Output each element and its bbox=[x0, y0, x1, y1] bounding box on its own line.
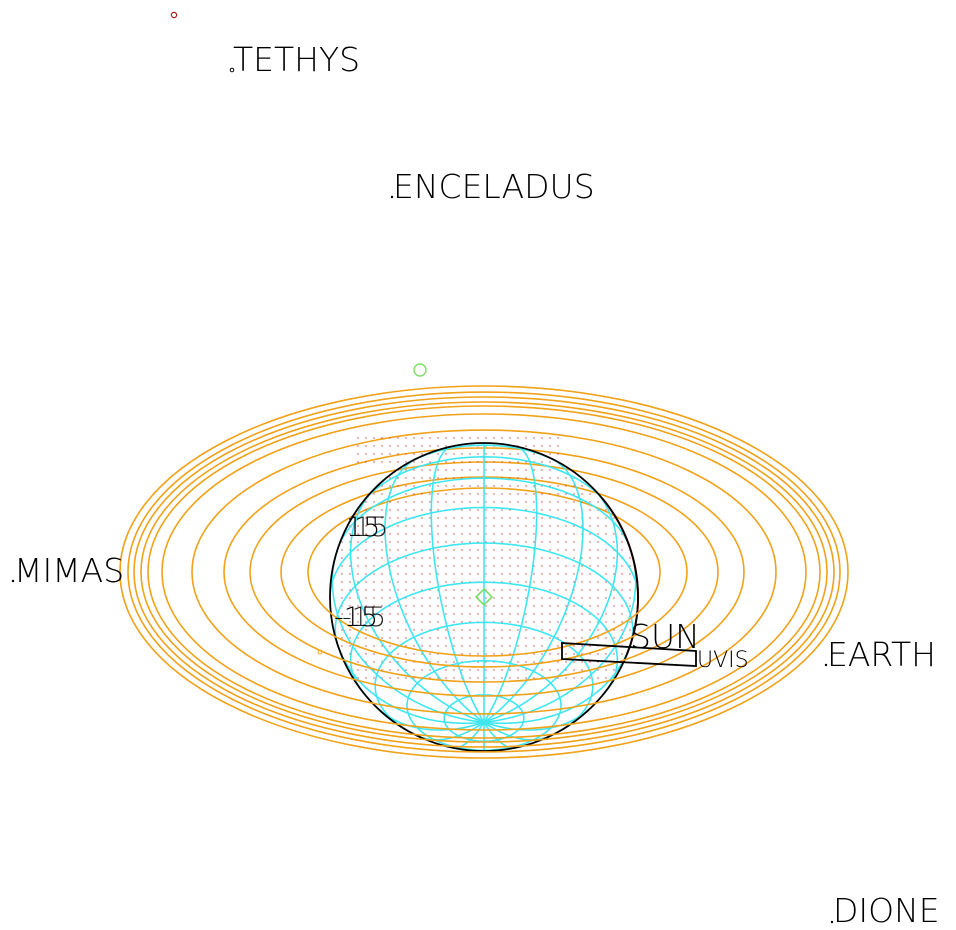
meridian--120 bbox=[375, 706, 485, 731]
mimas-label: MIMAS bbox=[14, 551, 124, 590]
rings-near-side bbox=[119, 571, 849, 759]
ring-front-1 bbox=[119, 571, 849, 759]
meridian-120 bbox=[483, 706, 593, 731]
meridian--40 bbox=[384, 457, 485, 723]
ring-front-6 bbox=[161, 571, 807, 731]
rings-far-side bbox=[119, 385, 849, 573]
ring-front-11 bbox=[307, 571, 661, 657]
ring-front-10 bbox=[280, 571, 688, 668]
ring-back-5 bbox=[147, 405, 821, 573]
ring-back-7 bbox=[191, 429, 777, 573]
ring-front-8 bbox=[223, 571, 745, 697]
meridian-40 bbox=[483, 457, 584, 723]
ring-back-1 bbox=[119, 385, 849, 573]
latitude-label-south-shadow: -15 bbox=[342, 602, 386, 633]
uvis-label: UVIS bbox=[697, 648, 749, 673]
dione-dot bbox=[830, 920, 834, 924]
meridian-60 bbox=[483, 486, 619, 724]
ring-back-3 bbox=[133, 396, 835, 573]
ring-front-3 bbox=[133, 571, 835, 748]
pole-marker bbox=[413, 363, 427, 377]
tethys-label: TETHYS bbox=[233, 40, 360, 79]
enceladus-label: ENCELADUS bbox=[393, 167, 595, 206]
sun-label: SUN bbox=[630, 617, 700, 656]
meridian--20 bbox=[430, 445, 485, 723]
ring-back-4 bbox=[140, 401, 828, 573]
meridian--60 bbox=[349, 486, 485, 724]
meridian--100 bbox=[334, 638, 485, 725]
latitude-label-north: 15 bbox=[346, 512, 380, 543]
lat-lon-grid bbox=[329, 443, 639, 752]
earth-dot bbox=[824, 663, 828, 667]
ring-front-4 bbox=[140, 571, 828, 743]
meridian-20 bbox=[483, 445, 538, 723]
earth-label: EARTH bbox=[827, 635, 936, 674]
latitude-label-north-shadow: 15 bbox=[354, 512, 388, 543]
enceladus-dot bbox=[390, 195, 394, 199]
saturn-globe bbox=[329, 442, 639, 752]
ring-front-9 bbox=[249, 571, 719, 683]
ring-back-2 bbox=[127, 391, 841, 573]
mimas-dot bbox=[11, 579, 15, 583]
tethys-dot bbox=[229, 67, 235, 73]
sub-spacecraft-marker bbox=[474, 587, 494, 607]
sun-dot bbox=[628, 645, 632, 649]
meridian-100 bbox=[483, 638, 634, 725]
ring-back-6 bbox=[161, 413, 807, 573]
small-orange-marker bbox=[317, 649, 323, 655]
ring-front-5 bbox=[147, 571, 821, 739]
latitude-label-south: -15 bbox=[334, 602, 378, 633]
planet-limb bbox=[329, 442, 639, 752]
uvis-footprint bbox=[561, 642, 697, 667]
dione-label: DIONE bbox=[833, 891, 940, 930]
ring-front-2 bbox=[127, 571, 841, 753]
tethys-offscreen-marker bbox=[170, 11, 178, 19]
ring-front-7 bbox=[191, 571, 777, 715]
